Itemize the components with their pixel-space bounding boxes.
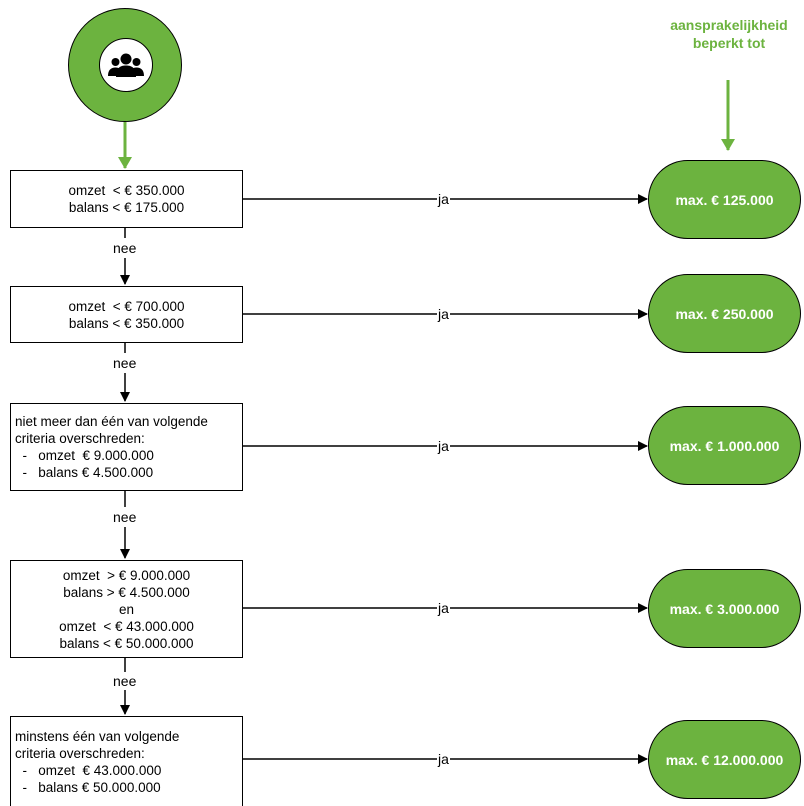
criteria-box-1: omzet < € 350.000 balans < € 175.000: [10, 170, 243, 228]
result-pill-4: max. € 3.000.000: [648, 569, 801, 648]
criteria-line: en: [118, 601, 135, 617]
header-line-1: aansprakelijkheid: [670, 17, 788, 33]
criteria-line: niet meer dan één van volgende: [15, 414, 208, 429]
criteria-line: - balans € 50.000.000: [15, 779, 161, 795]
criteria-line: - omzet € 43.000.000: [15, 762, 162, 778]
criteria-line: minstens één van volgende: [15, 728, 180, 744]
criteria-line: balans < € 350.000: [68, 315, 185, 331]
criteria-line: - omzet € 9.000.000: [15, 448, 154, 463]
yes-label-3: ja: [437, 438, 450, 454]
yes-label-4: ja: [437, 600, 450, 616]
criteria-line: omzet < € 43.000.000: [59, 618, 194, 634]
yes-label-5: ja: [437, 751, 450, 767]
criteria-box-4: omzet > € 9.000.000 balans > € 4.500.000…: [10, 560, 243, 658]
criteria-line: omzet > € 9.000.000: [62, 567, 191, 583]
criteria-line: balans < € 50.000.000: [59, 635, 194, 651]
criteria-line: - balans € 4.500.000: [15, 465, 154, 480]
start-node-inner: [99, 38, 153, 92]
result-pill-3: max. € 1.000.000: [648, 406, 801, 485]
criteria-line: balans > € 4.500.000: [63, 584, 190, 600]
result-pill-1: max. € 125.000: [648, 160, 801, 239]
header-line-2: beperkt tot: [692, 35, 766, 51]
criteria-box-2: omzet < € 700.000 balans < € 350.000: [10, 286, 243, 343]
no-label-3: nee: [112, 509, 138, 525]
criteria-line: criteria overschreden:: [15, 431, 145, 446]
group-of-people-icon: [108, 53, 144, 77]
criteria-line: criteria overschreden:: [15, 745, 145, 761]
criteria-box-5: minstens één van volgende criteria overs…: [10, 716, 243, 806]
result-pill-5: max. € 12.000.000: [648, 720, 801, 799]
no-label-1: nee: [112, 240, 138, 256]
criteria-line: omzet < € 350.000: [68, 183, 185, 198]
no-label-4: nee: [112, 673, 138, 689]
criteria-line: omzet < € 700.000: [68, 298, 185, 314]
limitation-header: aansprakelijkheid beperkt tot: [640, 16, 804, 52]
no-label-2: nee: [112, 355, 138, 371]
criteria-line: balans < € 175.000: [68, 200, 185, 215]
yes-label-1: ja: [437, 191, 450, 207]
yes-label-2: ja: [437, 306, 450, 322]
criteria-box-3: niet meer dan één van volgende criteria …: [10, 403, 243, 491]
result-pill-2: max. € 250.000: [648, 274, 801, 353]
